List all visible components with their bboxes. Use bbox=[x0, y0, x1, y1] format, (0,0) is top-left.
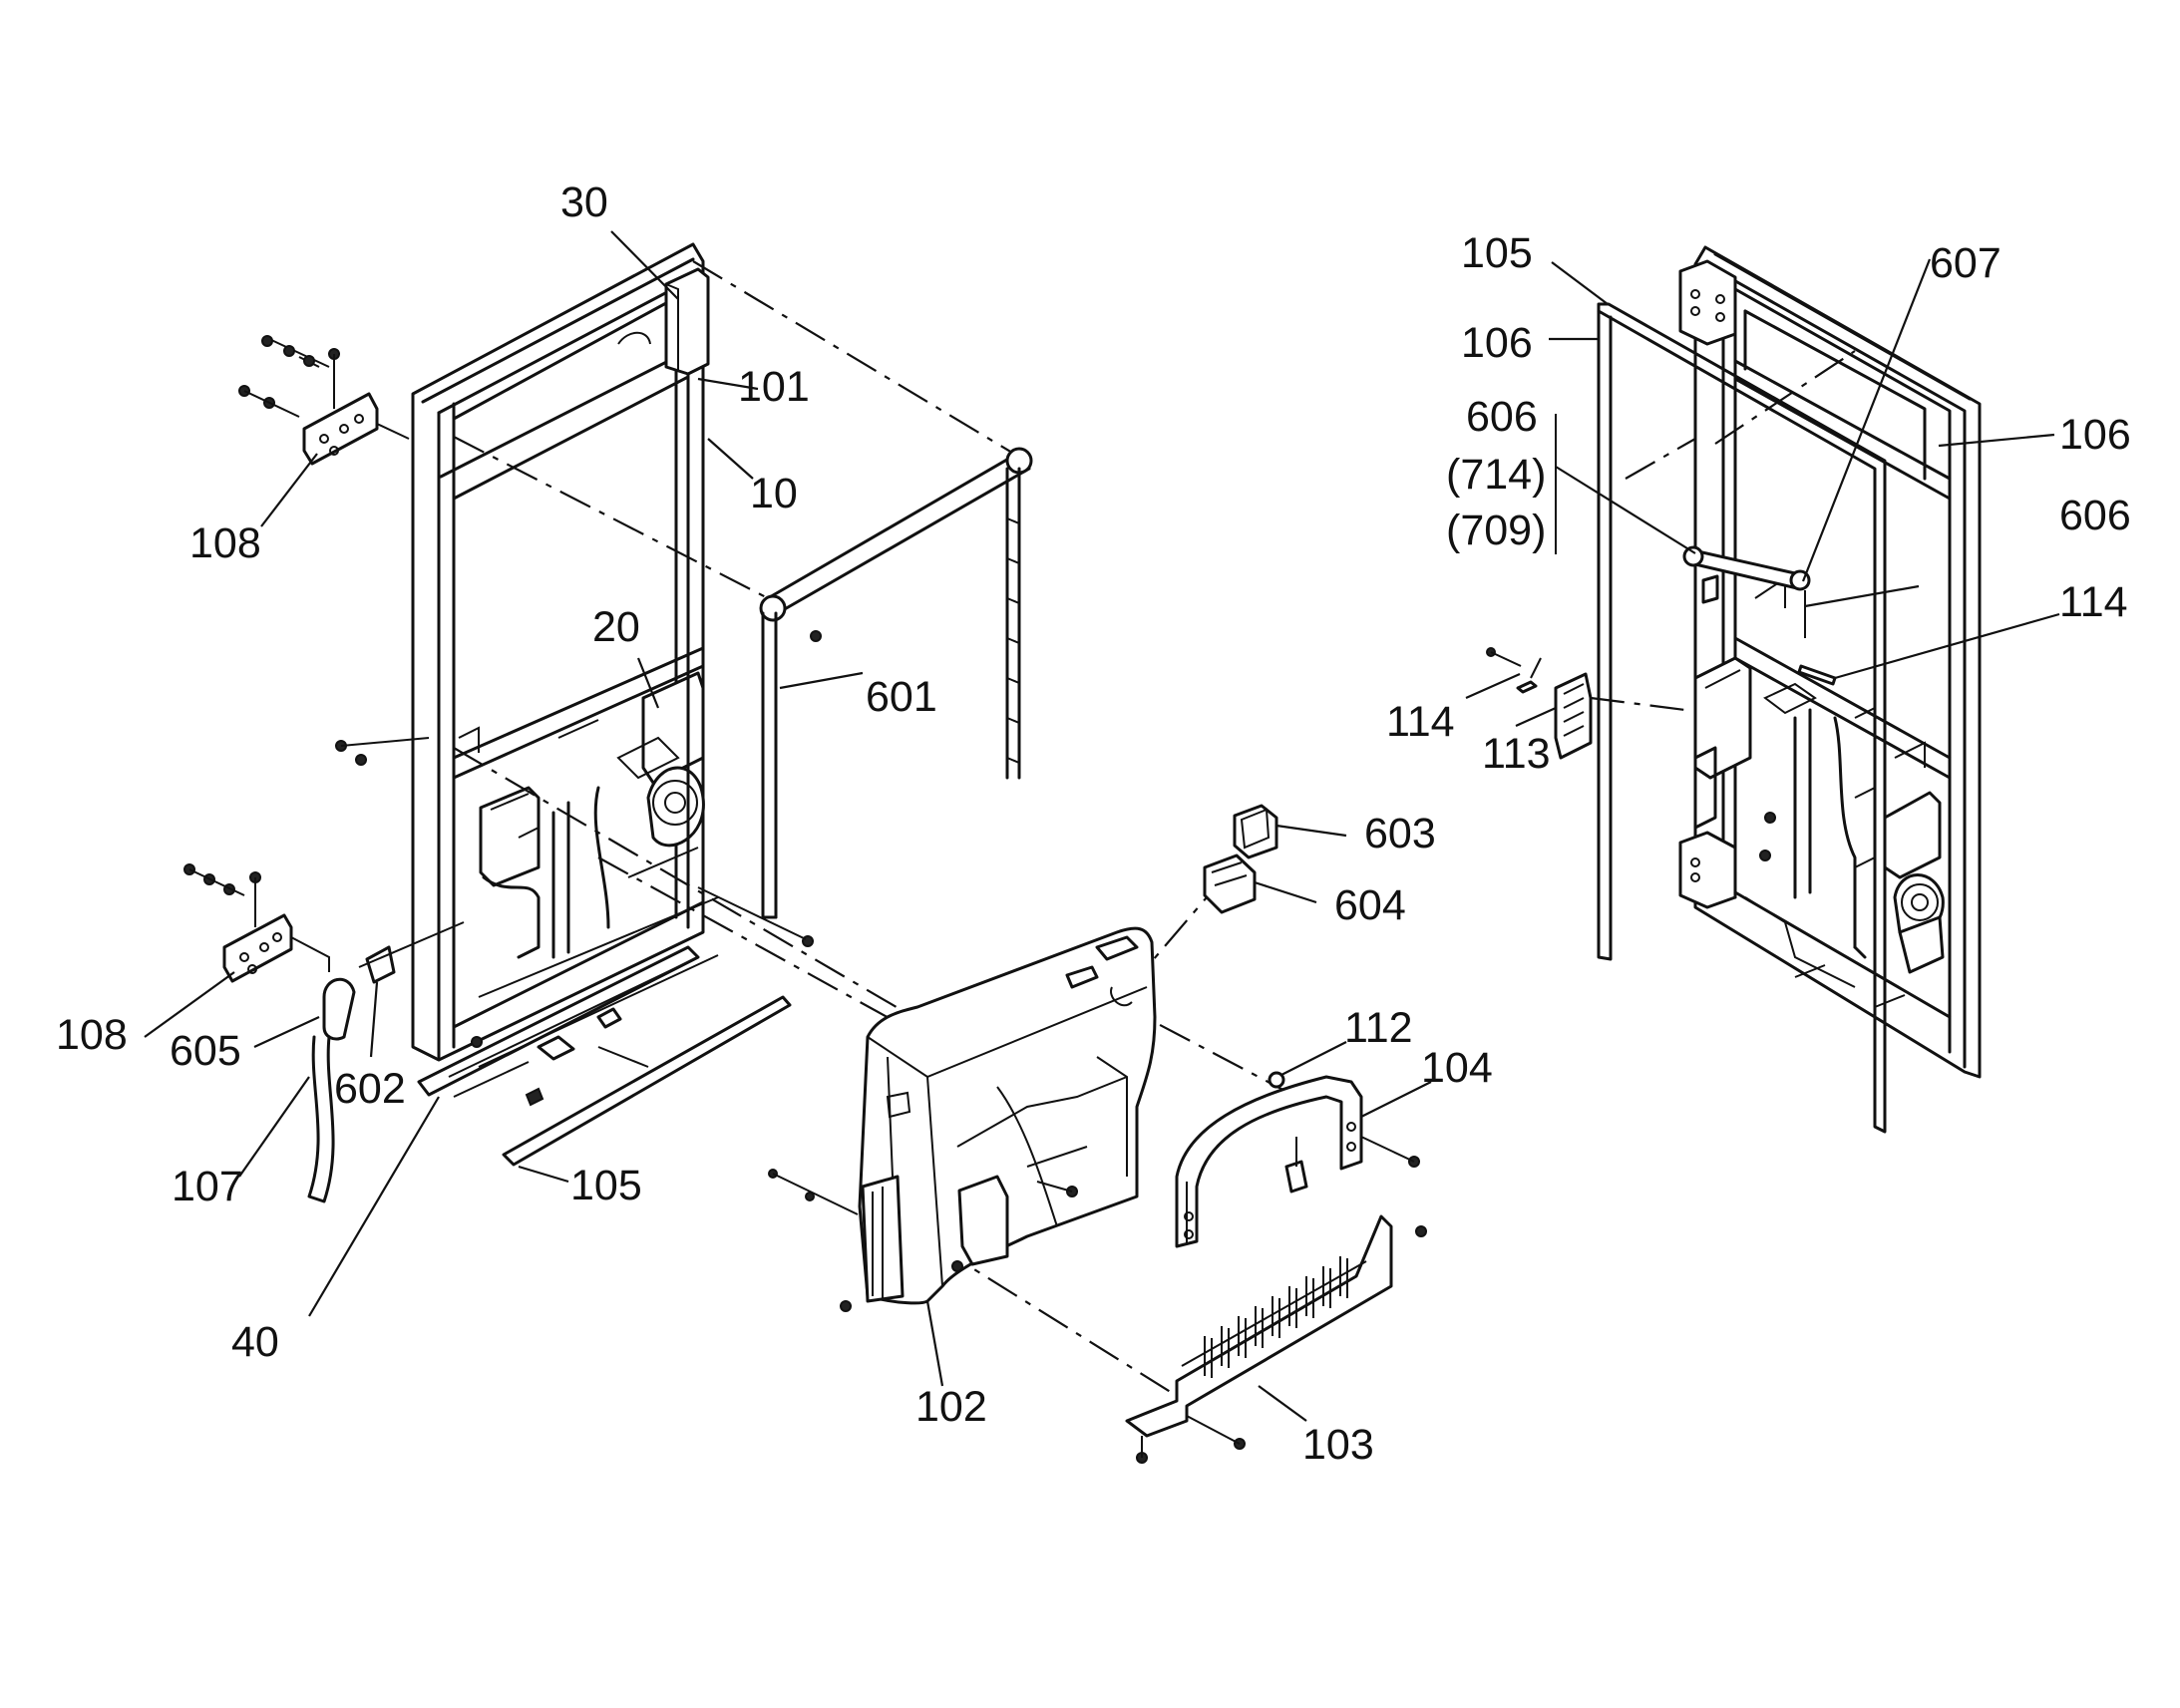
label-601: 601 bbox=[866, 673, 937, 721]
label-104: 104 bbox=[1421, 1044, 1493, 1092]
part-40-rail bbox=[308, 896, 719, 1317]
label-112: 112 bbox=[1344, 1004, 1413, 1052]
label-10: 10 bbox=[750, 470, 798, 517]
part-605-elbow bbox=[253, 977, 356, 1048]
door-frame-assembly bbox=[411, 230, 759, 1062]
label-108-bottom: 108 bbox=[56, 1011, 128, 1059]
part-105-left-strip bbox=[502, 995, 792, 1184]
label-606-right: 606 bbox=[2059, 492, 2131, 539]
part-114-113-right bbox=[1465, 612, 2060, 760]
label-105-left: 105 bbox=[570, 1162, 642, 1209]
label-105-right: 105 bbox=[1461, 229, 1533, 277]
hinge-108-top bbox=[238, 335, 410, 527]
part-601-tube bbox=[759, 447, 1033, 919]
label-605: 605 bbox=[170, 1027, 241, 1075]
part-104-bracket bbox=[1175, 1075, 1432, 1248]
label-102: 102 bbox=[915, 1383, 987, 1431]
part-604-switch bbox=[1203, 854, 1317, 914]
label-101: 101 bbox=[738, 363, 810, 411]
label-106-left: 106 bbox=[1461, 319, 1533, 367]
label-606-left: 606 bbox=[1466, 393, 1538, 441]
label-602: 602 bbox=[334, 1065, 406, 1113]
label-40: 40 bbox=[231, 1318, 279, 1366]
label-714: (714) bbox=[1446, 451, 1546, 499]
hinge-108-bottom bbox=[144, 863, 330, 1038]
part-112-nut bbox=[1268, 1041, 1347, 1089]
label-113: 113 bbox=[1482, 730, 1551, 778]
label-103: 103 bbox=[1302, 1421, 1374, 1469]
part-102-housing bbox=[768, 926, 1157, 1387]
label-106-right: 106 bbox=[2059, 411, 2131, 459]
part-603-switch bbox=[1233, 804, 1347, 859]
label-709: (709) bbox=[1446, 507, 1546, 554]
label-607: 607 bbox=[1930, 239, 2001, 287]
label-604: 604 bbox=[1334, 881, 1406, 929]
part-105-gasket-right bbox=[1549, 261, 2055, 1134]
label-30: 30 bbox=[560, 178, 608, 226]
part-107-hose bbox=[238, 1035, 335, 1203]
label-603: 603 bbox=[1364, 810, 1436, 857]
screws-left bbox=[335, 737, 814, 947]
right-door-assembly bbox=[1678, 245, 1982, 1079]
label-114-right: 114 bbox=[2059, 578, 2128, 626]
label-108-top: 108 bbox=[189, 519, 261, 567]
label-114-left: 114 bbox=[1386, 698, 1455, 746]
label-107: 107 bbox=[172, 1163, 243, 1210]
label-20: 20 bbox=[592, 603, 640, 651]
part-606-rod bbox=[1555, 258, 1932, 638]
part-labels: 30 101 10 108 20 601 108 605 602 107 40 … bbox=[56, 178, 2131, 1469]
part-602-clip bbox=[358, 921, 465, 1058]
part-103-grille bbox=[1125, 1214, 1427, 1464]
